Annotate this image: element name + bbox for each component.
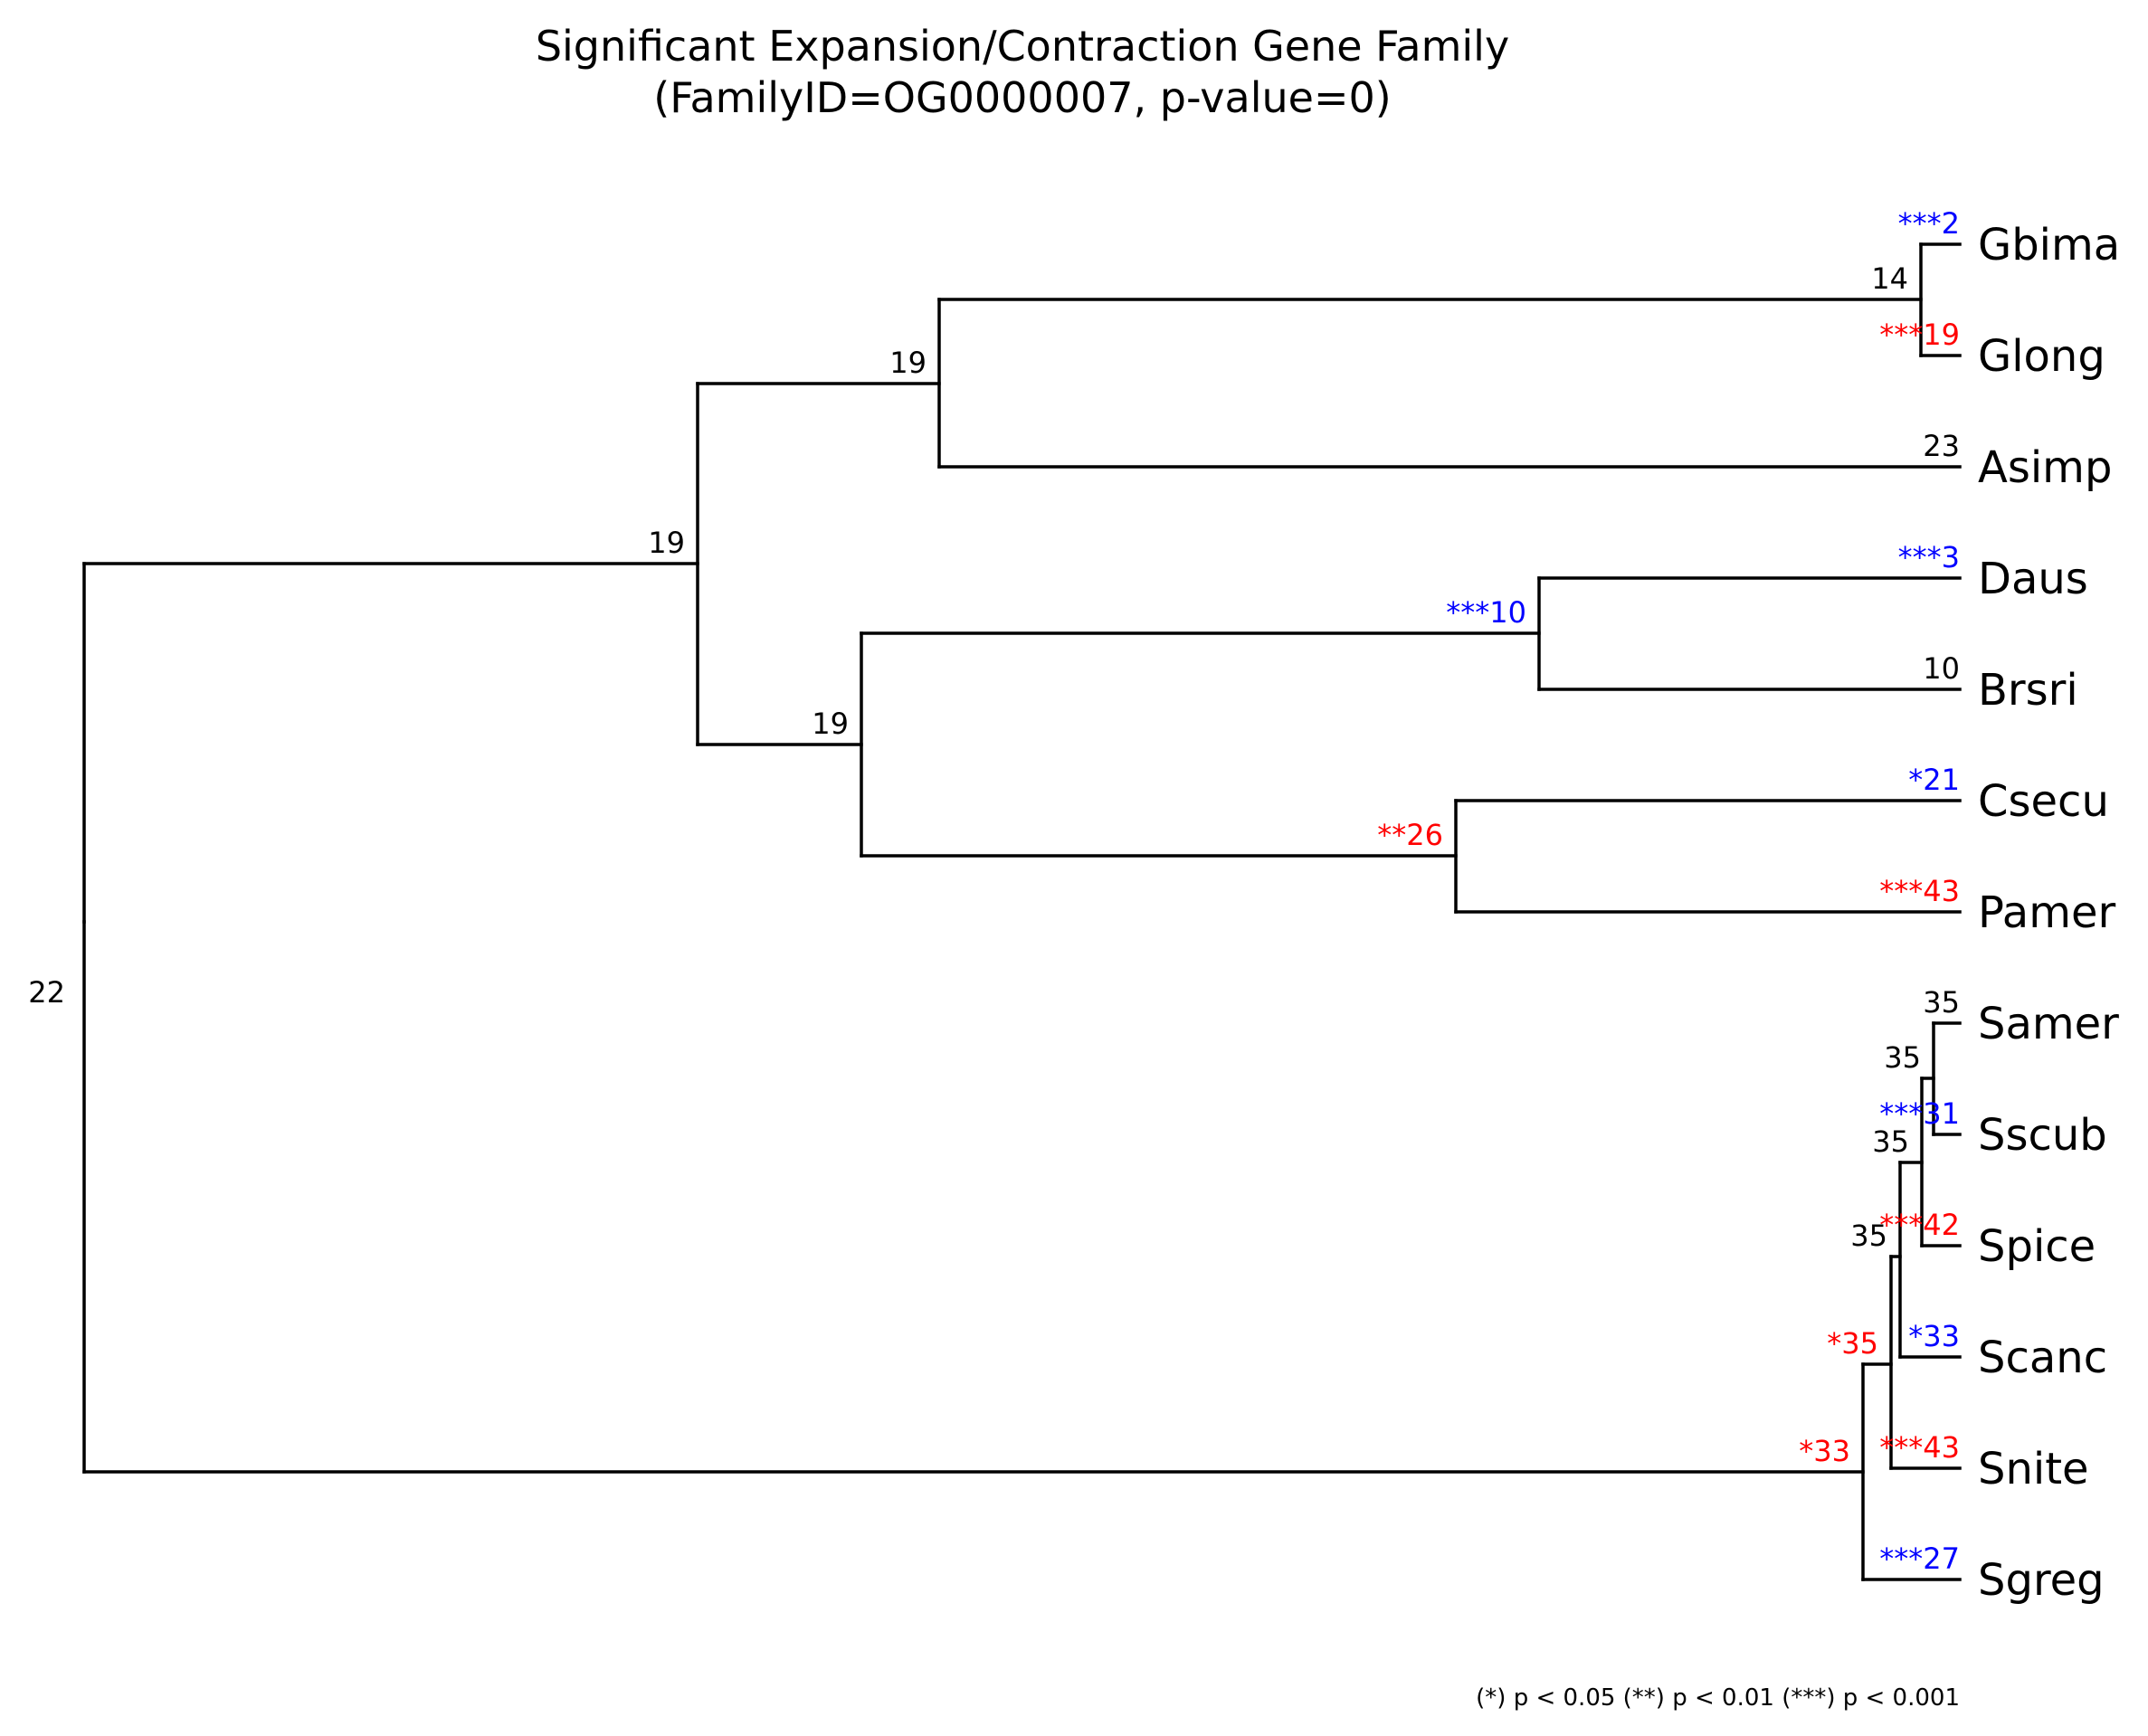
tip-count-sscub: ***31 (1879, 1096, 1960, 1131)
node-count-root: 22 (28, 975, 65, 1010)
taxon-label-sscub: Sscub (1978, 1110, 2107, 1161)
taxon-label-gbima: Gbima (1978, 220, 2120, 270)
taxon-label-spice: Spice (1978, 1221, 2096, 1272)
taxon-label-csecu: Csecu (1978, 776, 2109, 827)
tip-count-scanc: *33 (1908, 1319, 1960, 1353)
tip-count-sgreg: ***27 (1879, 1542, 1960, 1576)
node-count-clade-s-no-sgreg: *35 (1827, 1326, 1878, 1361)
taxon-label-sgreg: Sgreg (1978, 1555, 2105, 1606)
tip-count-glong: ***19 (1879, 318, 1960, 352)
taxon-labels: GbimaGlongAsimpDausBrsriCsecuPamerSamerS… (1978, 220, 2120, 1606)
node-count-clade-s-no-scanc: 35 (1872, 1124, 1909, 1159)
significance-legend: (*) p < 0.05 (**) p < 0.01 (***) p < 0.0… (1476, 1684, 1960, 1712)
gene-count-labels: ***2***1923***310*21***4335***31***42*33… (28, 206, 1960, 1576)
taxon-label-glong: Glong (1978, 331, 2105, 382)
node-count-clade-s: *33 (1799, 1434, 1850, 1468)
tip-count-samer: 35 (1923, 985, 1960, 1020)
node-count-clade-samer-sscub: 35 (1884, 1040, 1921, 1075)
node-count-clade-d-b-c-p: 19 (812, 707, 849, 741)
tree-branches (82, 242, 1962, 1581)
taxon-label-snite: Snite (1978, 1444, 2089, 1494)
node-count-clade-g-a: 19 (889, 346, 927, 380)
node-count-clade-gbima-glong: 14 (1871, 261, 1908, 296)
tip-count-csecu: *21 (1908, 763, 1960, 797)
taxon-label-samer: Samer (1978, 999, 2119, 1049)
node-count-ingroup: 19 (648, 526, 685, 560)
taxon-label-scanc: Scanc (1978, 1333, 2107, 1383)
taxon-label-daus: Daus (1978, 554, 2088, 604)
node-count-clade-daus-brsri: ***10 (1446, 595, 1526, 630)
tip-count-asimp: 23 (1923, 429, 1960, 463)
title-line-1: Significant Expansion/Contraction Gene F… (536, 22, 1509, 71)
tip-count-pamer: ***43 (1879, 874, 1960, 908)
tip-count-spice: ***42 (1879, 1208, 1960, 1242)
tip-count-snite: ***43 (1879, 1430, 1960, 1465)
tip-count-gbima: ***2 (1898, 206, 1960, 241)
taxon-label-pamer: Pamer (1978, 887, 2115, 938)
taxon-label-asimp: Asimp (1978, 442, 2112, 493)
taxon-label-brsri: Brsri (1978, 665, 2078, 716)
tip-count-brsri: 10 (1923, 651, 1960, 686)
title-line-2: (FamilyID=OG0000007, p-value=0) (653, 73, 1391, 122)
tip-count-daus: ***3 (1898, 540, 1960, 574)
node-count-clade-s-no-snite: 35 (1850, 1219, 1887, 1253)
node-count-clade-csecu-pamer: **26 (1377, 818, 1443, 852)
